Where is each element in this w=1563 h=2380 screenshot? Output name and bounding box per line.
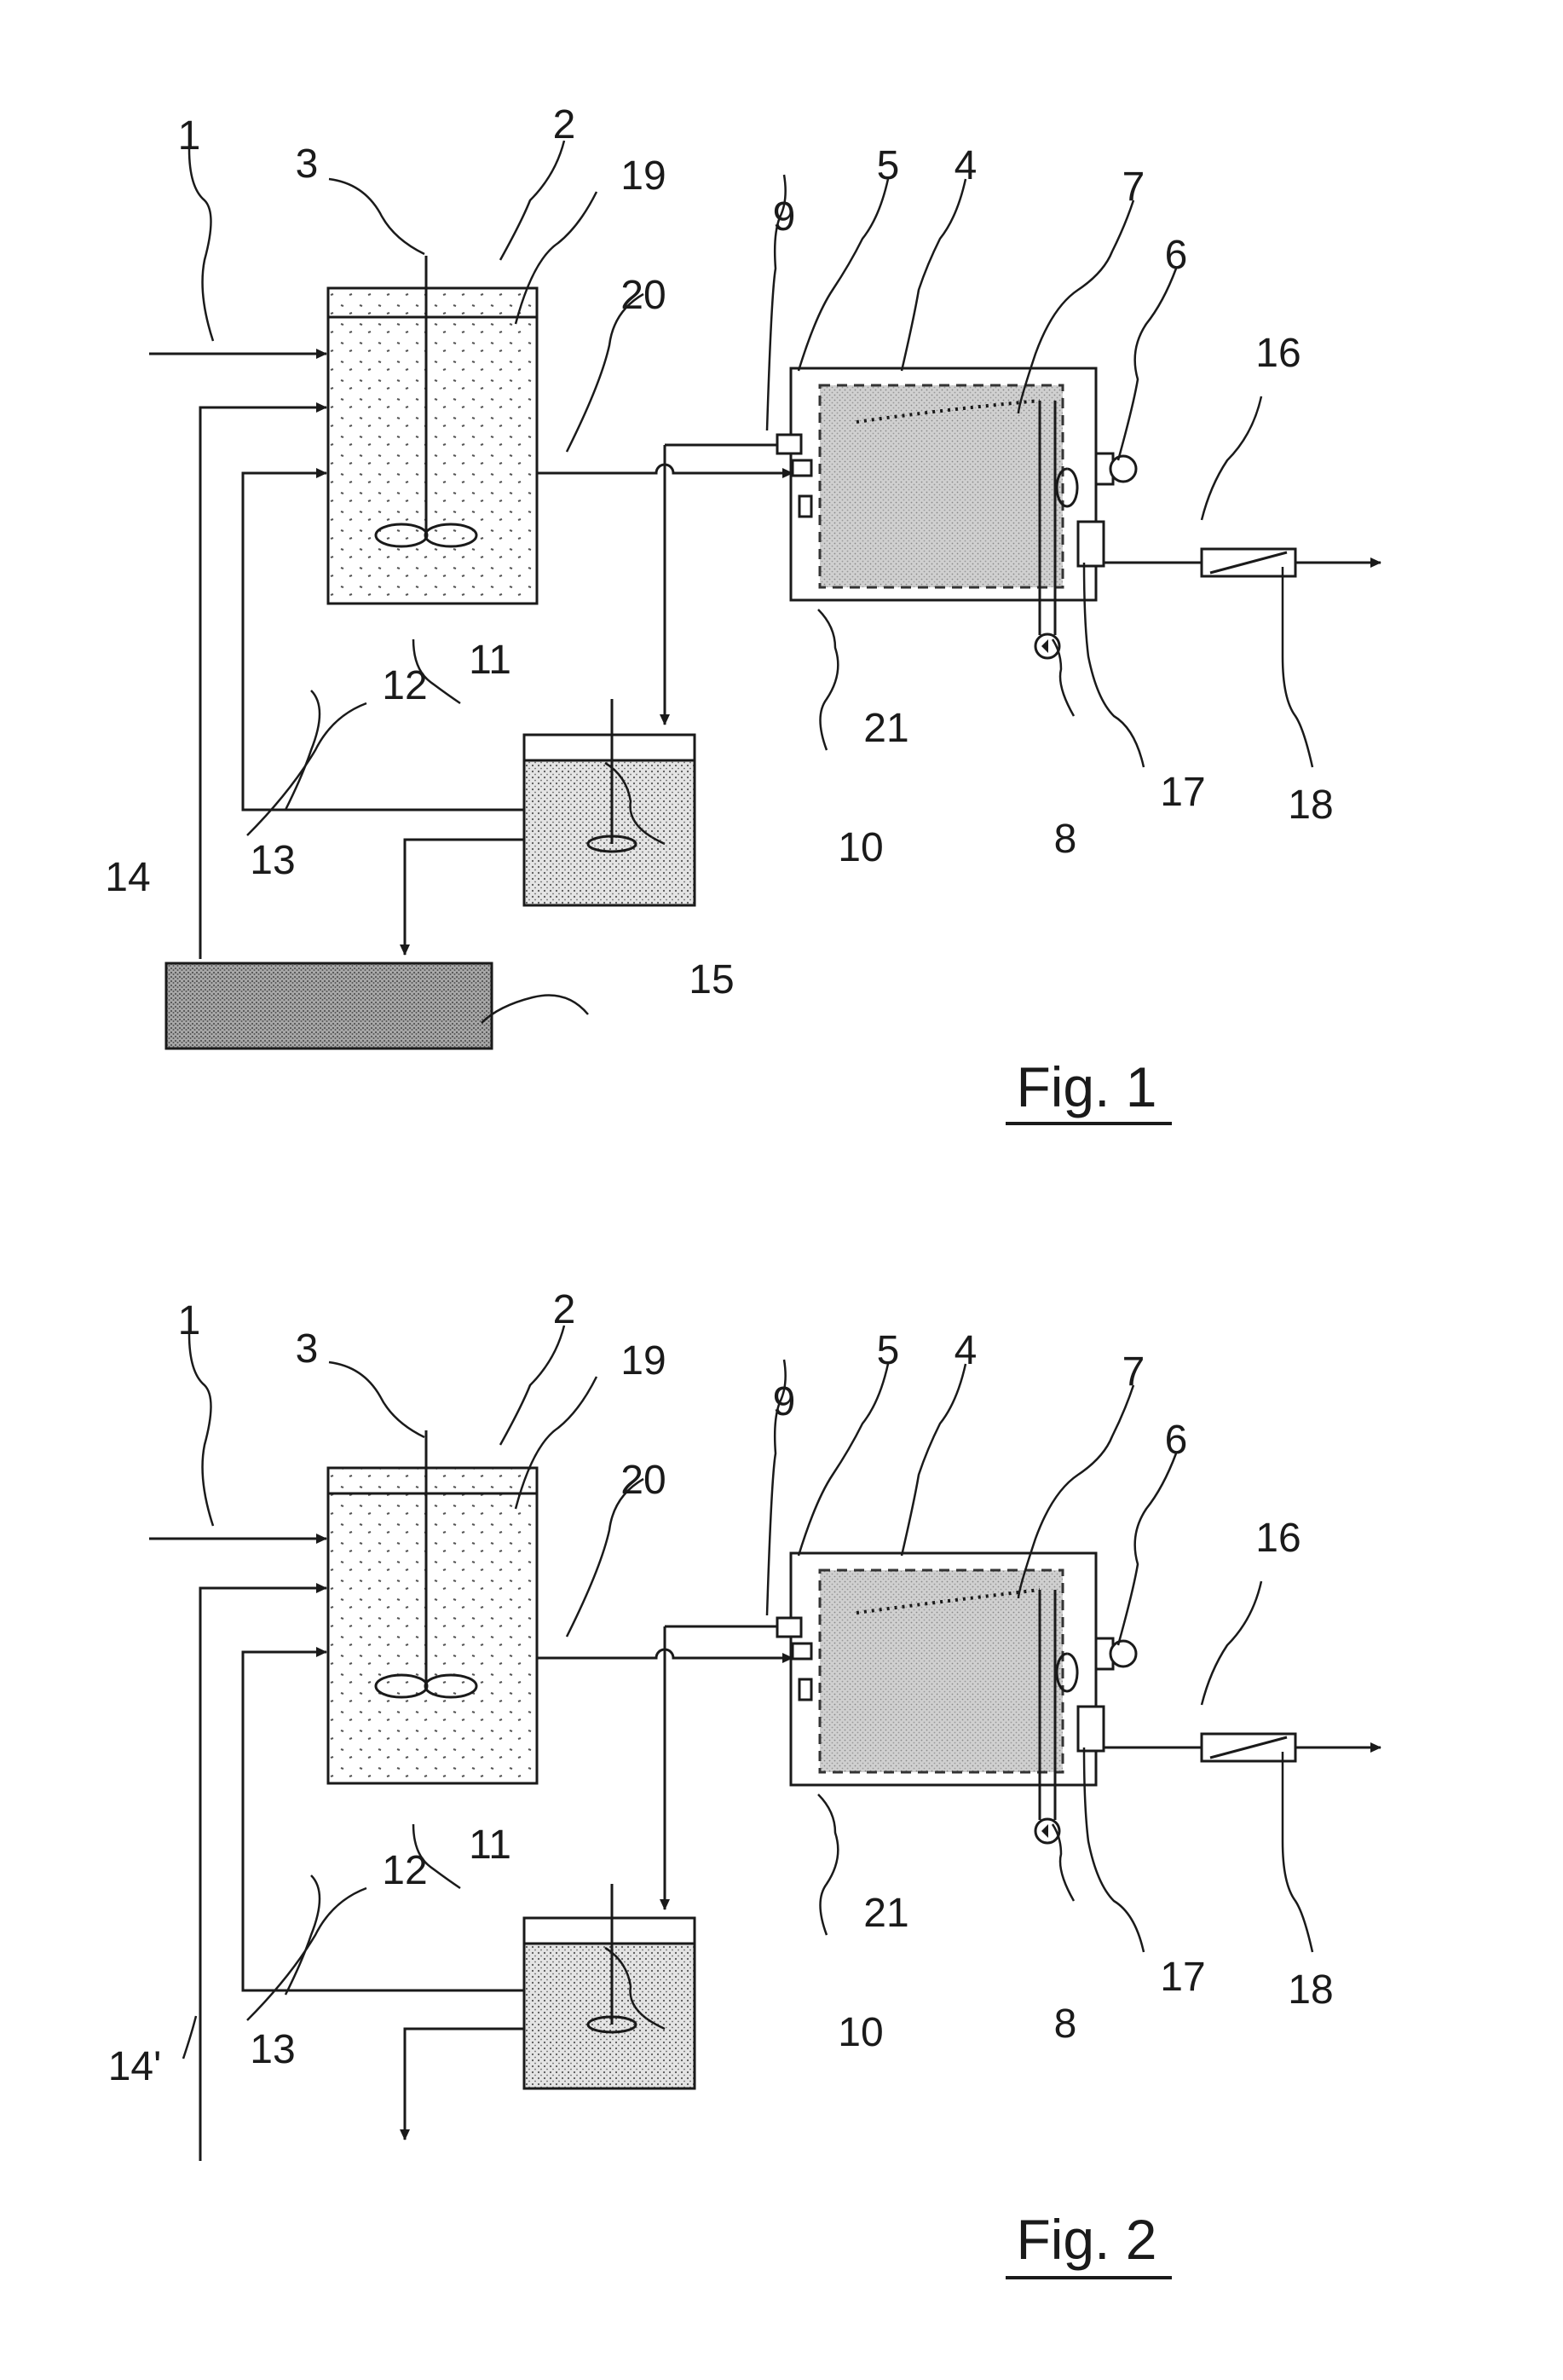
waste-line-13 [405,2029,524,2140]
label-10: 10 [838,825,883,870]
label-11: 11 [469,638,511,683]
label-17: 17 [1160,770,1205,815]
label-15: 15 [689,957,734,1002]
storage-15 [166,963,492,1048]
label-19: 19 [620,153,666,199]
label-6: 6 [1165,1418,1188,1463]
label-16: 16 [1255,1516,1301,1561]
sludge-tank [524,1884,695,2088]
figure-2-caption: Fig. 2 [1016,2208,1156,2271]
label-2: 2 [553,1287,576,1332]
label-2: 2 [553,102,576,147]
label-12: 12 [382,663,427,708]
label-17: 17 [1160,1955,1205,2000]
label-7: 7 [1122,165,1145,210]
label-4: 4 [955,1328,978,1373]
label-14prime: 14' [108,2044,162,2089]
figure-1 [149,141,1381,1048]
label-12: 12 [382,1848,427,1893]
label-3: 3 [296,1326,319,1372]
label-9: 9 [773,1379,796,1424]
label-7: 7 [1122,1349,1145,1395]
label-10: 10 [838,2010,883,2055]
label-21: 21 [863,706,908,751]
label-20: 20 [620,1458,666,1503]
waste-line-13 [405,840,524,955]
label-18: 18 [1288,783,1333,828]
label-13: 13 [250,2027,295,2072]
label-6: 6 [1165,233,1188,278]
label-20: 20 [620,273,666,318]
label-9: 9 [773,194,796,240]
label-4: 4 [955,143,978,188]
label-1: 1 [178,113,201,159]
figure-2 [149,1326,1381,2161]
label-8: 8 [1054,2002,1077,2047]
label-14: 14 [105,855,150,900]
label-8: 8 [1054,817,1077,862]
figure-1-caption: Fig. 1 [1016,1055,1156,1118]
sludge-tank [524,699,695,905]
label-13: 13 [250,838,295,883]
label-1: 1 [178,1298,201,1343]
motor-6 [1110,456,1136,482]
label-11: 11 [469,1823,511,1868]
label-5: 5 [877,1328,900,1373]
membrane-reactor [777,1553,1136,1820]
label-5: 5 [877,143,900,188]
label-19: 19 [620,1338,666,1384]
mixing-tank [328,1430,537,1783]
label-16: 16 [1255,331,1301,376]
label-21: 21 [863,1891,908,1936]
label-18: 18 [1288,1967,1333,2013]
figure-2-labels: 1 2 3 4 5 6 7 8 9 10 11 12 13 14' 16 17 … [108,1287,1334,2278]
mixing-tank [328,256,537,604]
label-3: 3 [296,142,319,187]
recycle-line-14prime [200,1588,326,2161]
membrane-reactor [777,368,1136,635]
